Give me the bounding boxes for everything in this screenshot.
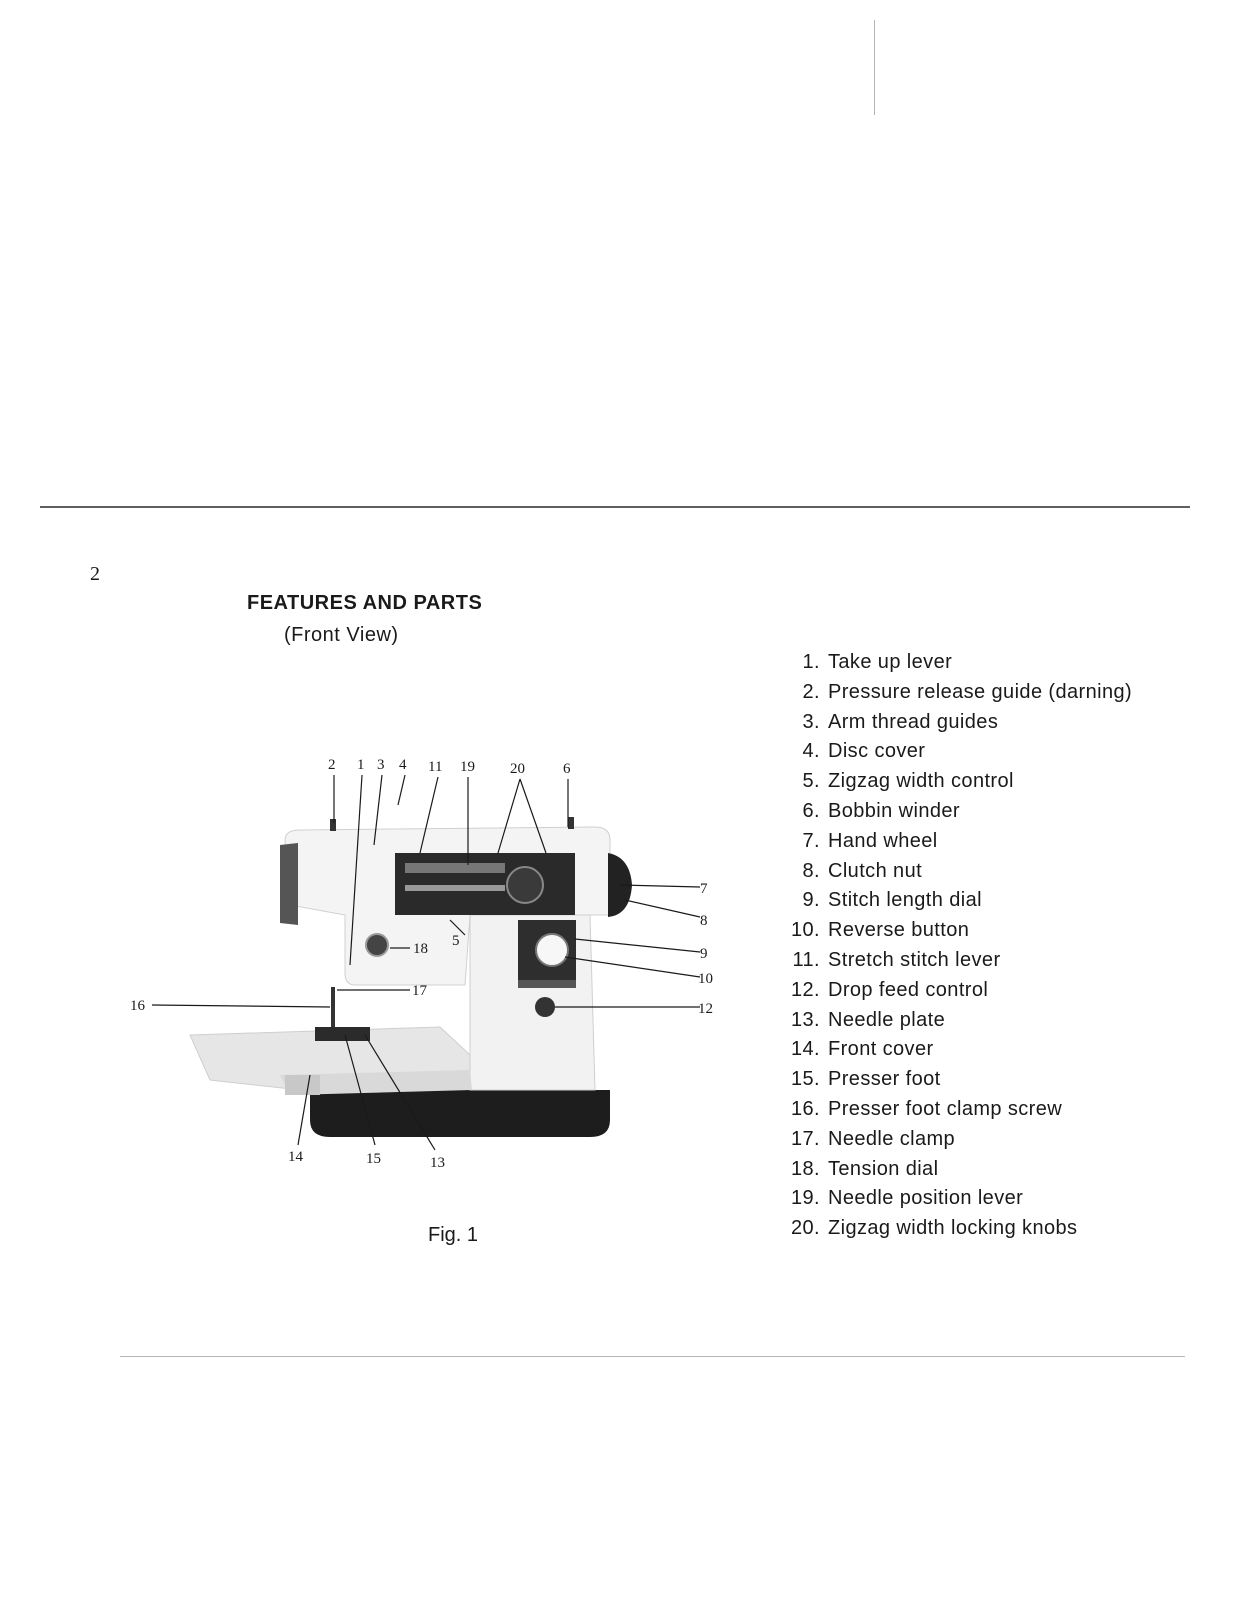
section-heading: FEATURES AND PARTS bbox=[247, 592, 483, 614]
parts-list-item: 7. Hand wheel bbox=[780, 827, 1132, 857]
callout-13: 13 bbox=[430, 1155, 445, 1171]
part-number: 6. bbox=[802, 799, 820, 822]
part-number: 12. bbox=[790, 978, 820, 1001]
part-number: 2. bbox=[802, 680, 820, 703]
part-label: Arm thread guides bbox=[828, 710, 999, 733]
parts-list-item: 18. Tension dial bbox=[780, 1155, 1132, 1185]
part-label: Disc cover bbox=[828, 740, 926, 763]
part-number: 7. bbox=[802, 829, 820, 852]
part-label: Stitch length dial bbox=[828, 889, 982, 912]
part-label: Hand wheel bbox=[828, 829, 938, 852]
section-subheading: (Front View) bbox=[284, 624, 399, 646]
callout-20: 20 bbox=[510, 761, 525, 777]
parts-list-item: 14. Front cover bbox=[780, 1035, 1132, 1065]
part-number: 14. bbox=[790, 1038, 820, 1061]
parts-list-item: 4. Disc cover bbox=[780, 737, 1132, 767]
part-label: Front cover bbox=[828, 1038, 934, 1061]
part-label: Stretch stitch lever bbox=[828, 948, 1001, 971]
figure-caption: Fig. 1 bbox=[428, 1224, 479, 1246]
part-label: Take up lever bbox=[828, 651, 953, 673]
part-number: 18. bbox=[790, 1157, 820, 1180]
callout-8: 8 bbox=[700, 913, 708, 929]
callout-2: 2 bbox=[328, 757, 336, 773]
scan-edge-mark bbox=[874, 20, 875, 115]
callout-16: 16 bbox=[130, 998, 146, 1014]
bottom-divider-rule bbox=[120, 1356, 1185, 1357]
part-number: 13. bbox=[790, 1008, 820, 1031]
machine-drawing bbox=[189, 817, 632, 1137]
part-label: Drop feed control bbox=[828, 978, 989, 1001]
part-label: Presser foot bbox=[828, 1068, 941, 1091]
parts-list-item: 8. Clutch nut bbox=[780, 857, 1132, 887]
part-label: Needle clamp bbox=[828, 1127, 956, 1150]
parts-list-item: 13. Needle plate bbox=[780, 1006, 1132, 1036]
page-number: 2 bbox=[90, 563, 100, 585]
part-label: Presser foot clamp screw bbox=[828, 1097, 1063, 1120]
part-label: Bobbin winder bbox=[828, 799, 960, 822]
callout-7: 7 bbox=[700, 881, 708, 897]
callout-11: 11 bbox=[428, 759, 442, 775]
callout-17: 17 bbox=[412, 983, 428, 999]
parts-list: 1. Take up lever 2. Pressure release guide … bbox=[780, 648, 1132, 1244]
callout-10: 10 bbox=[698, 971, 713, 987]
part-number: 10. bbox=[790, 919, 820, 942]
part-label: Zigzag width locking knobs bbox=[828, 1217, 1078, 1240]
part-label: Needle position lever bbox=[828, 1187, 1024, 1210]
part-number: 20. bbox=[790, 1217, 820, 1240]
sewing-machine-figure: 2 1 3 4 11 19 20 6 7 8 9 10 12 18 5 17 1… bbox=[120, 745, 730, 1185]
parts-list-item: 5. Zigzag width control bbox=[780, 767, 1132, 797]
part-number: 5. bbox=[802, 770, 820, 793]
sewing-machine-illustration: 2 1 3 4 11 19 20 6 7 8 9 10 12 18 5 17 1… bbox=[130, 757, 713, 1171]
parts-list-item: 1. Take up lever bbox=[780, 648, 1132, 678]
parts-list-item: 19. Needle position lever bbox=[780, 1184, 1132, 1214]
callout-9: 9 bbox=[700, 946, 708, 962]
parts-list-item: 6. Bobbin winder bbox=[780, 797, 1132, 827]
part-number: 1. bbox=[802, 651, 820, 673]
part-number: 17. bbox=[790, 1127, 820, 1150]
part-label: Pressure release guide (darning) bbox=[828, 680, 1133, 703]
parts-list-item: 16. Presser foot clamp screw bbox=[780, 1095, 1132, 1125]
part-label: Tension dial bbox=[828, 1157, 939, 1180]
parts-list-item: 9. Stitch length dial bbox=[780, 886, 1132, 916]
part-label: Zigzag width control bbox=[828, 770, 1014, 793]
parts-list-item: 12. Drop feed control bbox=[780, 976, 1132, 1006]
parts-list-item: 2. Pressure release guide (darning) bbox=[780, 678, 1132, 708]
part-label: Reverse button bbox=[828, 919, 970, 942]
callout-12: 12 bbox=[698, 1001, 713, 1017]
part-label: Clutch nut bbox=[828, 859, 923, 882]
callout-6: 6 bbox=[563, 761, 571, 777]
parts-list-item: 20. Zigzag width locking knobs bbox=[780, 1214, 1132, 1244]
callout-19: 19 bbox=[460, 759, 475, 775]
parts-list-item: 11. Stretch stitch lever bbox=[780, 946, 1132, 976]
top-divider-rule bbox=[40, 506, 1190, 508]
parts-list-item: 3. Arm thread guides bbox=[780, 708, 1132, 738]
part-number: 15. bbox=[790, 1068, 820, 1091]
parts-list-item: 15. Presser foot bbox=[780, 1065, 1132, 1095]
part-number: 3. bbox=[802, 710, 820, 733]
part-label: Needle plate bbox=[828, 1008, 946, 1031]
callout-leader-lines bbox=[151, 774, 701, 1151]
part-number: 8. bbox=[802, 859, 820, 882]
callout-15: 15 bbox=[366, 1151, 381, 1167]
part-number: 19. bbox=[790, 1187, 820, 1210]
callout-3: 3 bbox=[377, 757, 385, 773]
callout-1: 1 bbox=[357, 757, 365, 773]
parts-list-item: 10. Reverse button bbox=[780, 916, 1132, 946]
callout-5: 5 bbox=[452, 933, 460, 949]
part-number: 11. bbox=[792, 948, 820, 971]
callout-18: 18 bbox=[413, 941, 428, 957]
callout-14: 14 bbox=[288, 1149, 304, 1165]
part-number: 9. bbox=[802, 889, 820, 912]
parts-list-item: 17. Needle clamp bbox=[780, 1125, 1132, 1155]
callout-4: 4 bbox=[399, 757, 407, 773]
part-number: 4. bbox=[802, 740, 820, 763]
part-number: 16. bbox=[790, 1097, 820, 1120]
